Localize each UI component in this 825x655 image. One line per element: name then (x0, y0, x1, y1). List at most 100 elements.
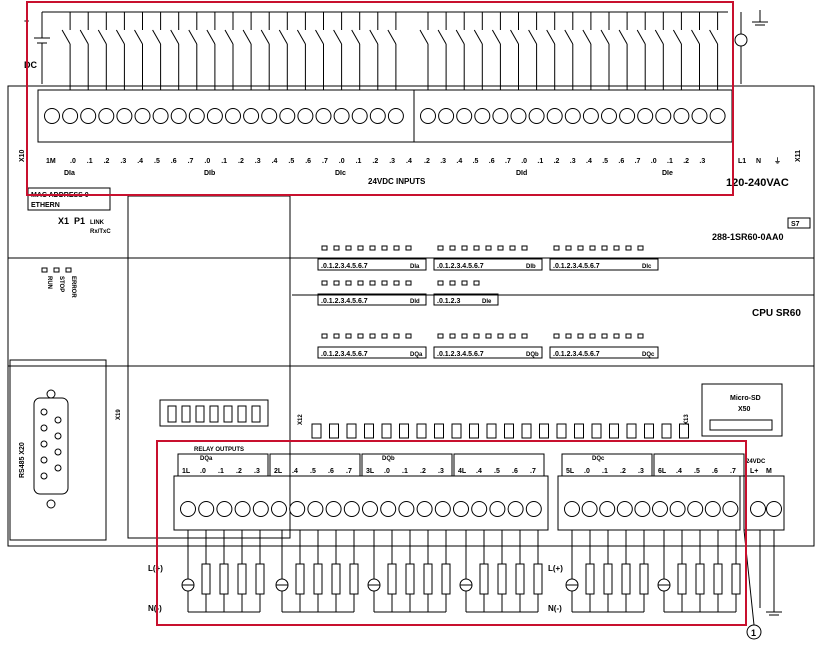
output-tick-label: .3 (638, 468, 644, 475)
input-switch-contact (672, 29, 682, 45)
n-minus-label-right: N(-) (548, 604, 562, 613)
output-load-coil (349, 563, 359, 595)
input-tick-label: .4 (272, 158, 278, 165)
micro-sd-label: Micro-SD (730, 395, 761, 402)
output-load-coil (219, 563, 229, 595)
siemens-logo-box (787, 217, 811, 229)
output-terminal-screw (307, 501, 324, 517)
output-load-coil (405, 563, 415, 595)
led-indicator (613, 333, 620, 339)
power-tick-label: N (756, 158, 761, 165)
input-switch-contact (97, 29, 107, 45)
input-tick-label: .1 (221, 158, 227, 165)
output-power-screw (750, 501, 766, 517)
x12-label: X12 (298, 414, 304, 425)
led-indicator (461, 280, 468, 286)
input-tick-label: .4 (586, 158, 592, 165)
output-terminal-screw (669, 501, 686, 517)
expansion-pin (251, 405, 261, 423)
input-switch-contact (351, 29, 361, 45)
input-terminal-screw (116, 108, 133, 124)
led-bit-labels: .0.1.2.3.4.5.6.7 (553, 263, 600, 270)
power-terminal-label: X11 (795, 150, 802, 162)
ac-power-symbol (734, 10, 768, 84)
rs485-pin (40, 440, 48, 448)
output-tick-label: 4L (458, 468, 467, 475)
output-tick-label: .6 (512, 468, 518, 475)
input-terminal-screw (80, 108, 97, 124)
input-terminal-screw (528, 108, 545, 124)
led-indicator (625, 245, 632, 251)
input-terminal-screw (387, 108, 404, 124)
led-group-label: DIa (410, 264, 420, 270)
input-terminal-screw (206, 108, 223, 124)
led-indicator (497, 333, 504, 339)
output-header-pin (626, 423, 637, 439)
led-indicator (357, 333, 364, 339)
led-indicator (393, 333, 400, 339)
output-load-coil (423, 563, 433, 595)
output-power-tick-label: M (766, 468, 772, 475)
led-indicator (553, 245, 560, 251)
input-tick-label: .3 (440, 158, 446, 165)
input-tick-label: .6 (305, 158, 311, 165)
input-tick-label: .6 (489, 158, 495, 165)
input-switch-contact (546, 29, 556, 45)
led-indicator (405, 245, 412, 251)
micro-sd-panel (701, 383, 783, 437)
status-error-label: ERROR (70, 276, 76, 298)
dqb-label: DQb (382, 456, 395, 462)
input-tick-label: .7 (188, 158, 194, 165)
input-tick-label: .3 (255, 158, 261, 165)
input-tick-label: .5 (602, 158, 608, 165)
dc-supply-symbol (34, 12, 50, 84)
rs485-connector (33, 397, 69, 495)
micro-sd-slot[interactable] (709, 419, 773, 431)
output-group-frame (177, 453, 269, 477)
output-header-pin (609, 423, 619, 439)
led-indicator (601, 333, 608, 339)
output-terminal-screw (252, 501, 269, 517)
led-bit-labels: .0.1.2.3.4.5.6.7 (321, 351, 368, 358)
input-tick-label: .0 (70, 158, 76, 165)
input-switch-contact (636, 29, 646, 45)
output-terminal-screw (198, 501, 215, 517)
siemens-logo: S7 (791, 221, 800, 228)
input-terminal-screw (546, 108, 563, 124)
output-power-block (743, 475, 785, 531)
input-tick-label: .1 (356, 158, 362, 165)
input-switch-contact (455, 29, 465, 45)
x13-label: X13 (684, 414, 690, 425)
output-terminal-screw (564, 501, 580, 517)
led-indicator (449, 333, 456, 339)
led-indicator (381, 245, 388, 251)
power-tick-label: L1 (738, 158, 746, 165)
dqa-label: DQa (200, 456, 213, 462)
input-switch-contact (278, 29, 288, 45)
input-group-d-label: DId (516, 170, 527, 177)
input-tick-label: .5 (288, 158, 294, 165)
input-terminal-screw (564, 108, 581, 124)
led-indicator (345, 333, 352, 339)
output-tick-label: .1 (218, 468, 224, 475)
rs485-pin (40, 424, 48, 432)
output-group-frame (269, 453, 361, 477)
input-switch-contact (242, 29, 252, 45)
input-terminal-screw (438, 108, 455, 124)
input-tick-label: .2 (554, 158, 560, 165)
led-indicator (405, 333, 412, 339)
input-terminal-screw (709, 108, 726, 124)
expansion-pin (167, 405, 177, 423)
input-terminal-screw (297, 108, 314, 124)
input-terminal-screw (152, 108, 169, 124)
led-indicator (637, 245, 644, 251)
led-indicator (333, 333, 340, 339)
output-terminal-screw (398, 501, 415, 517)
n-minus-label-left: N(-) (148, 604, 162, 613)
front-cover (127, 195, 291, 539)
input-switch-contact (260, 29, 270, 45)
output-tick-label: .0 (384, 468, 390, 475)
led-indicator (625, 333, 632, 339)
led-bit-labels: .0.1.2.3.4.5.6.7 (321, 263, 368, 270)
